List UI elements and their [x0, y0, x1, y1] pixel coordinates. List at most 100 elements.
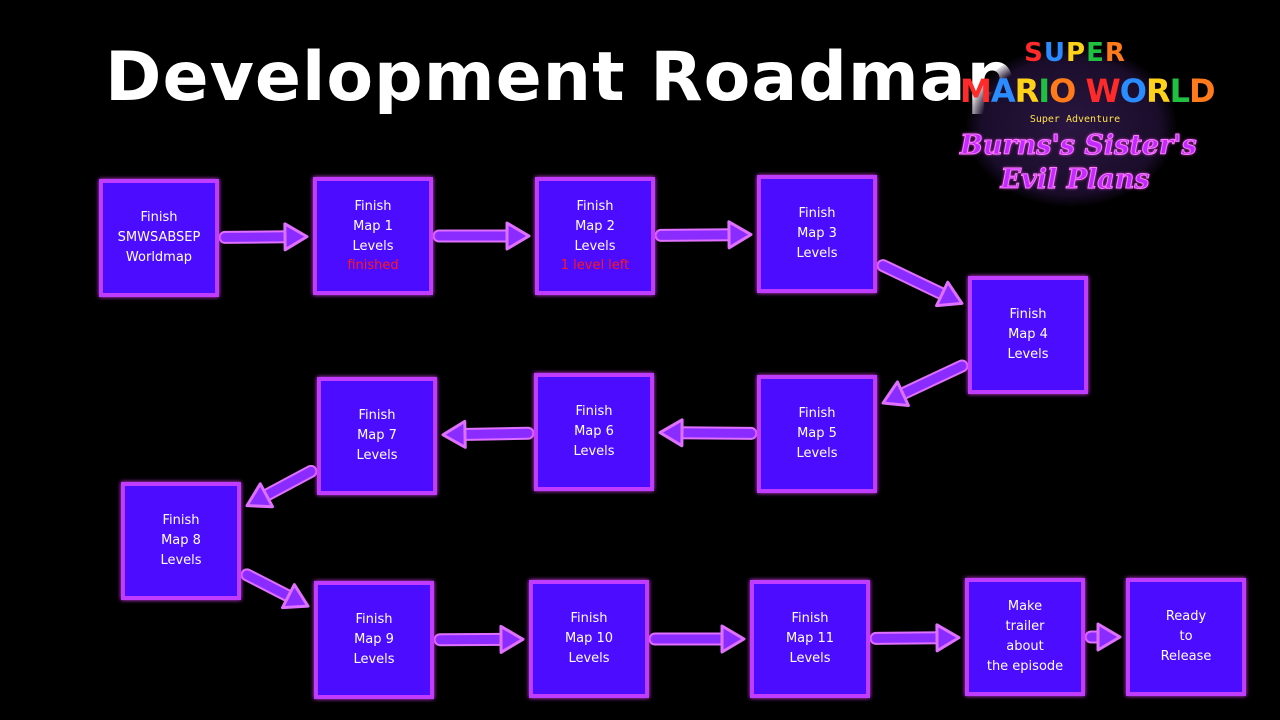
- step-label-line: the episode: [986, 659, 1064, 674]
- arrow-shaft: [242, 570, 297, 603]
- arrow-head: [505, 221, 531, 251]
- step-label-line: Finish: [358, 408, 396, 423]
- step-label-line: Map 8: [161, 533, 201, 548]
- arrow-head: [283, 222, 309, 252]
- step-label-line: Finish: [575, 404, 613, 419]
- step-label-line: Ready: [1165, 609, 1207, 624]
- page-title: Development Roadmap: [105, 38, 1017, 117]
- step-label-line: Levels: [796, 446, 838, 461]
- step-label-line: Map 5: [797, 426, 837, 441]
- step-label-line: Release: [1160, 649, 1212, 664]
- logo-background: [966, 46, 1176, 206]
- arrow-head: [658, 418, 684, 448]
- arrow-shaft: [894, 361, 967, 400]
- roadmap-step-n13: Make trailer about the episode: [965, 578, 1085, 696]
- step-label-line: Map 7: [357, 428, 397, 443]
- step-label-line: Levels: [568, 651, 610, 666]
- arrow-head: [441, 419, 467, 449]
- arrow-head: [881, 380, 910, 407]
- arrow-n12-to-n13: [869, 623, 961, 653]
- step-label-line: Make: [1007, 599, 1043, 614]
- arrow-shaft: [878, 261, 951, 301]
- arrow-head: [720, 624, 746, 654]
- step-label-line: to: [1179, 629, 1193, 644]
- arrow-n2-to-n3: [432, 221, 531, 251]
- arrow-head: [499, 624, 525, 654]
- step-label-line: Finish: [355, 612, 393, 627]
- arrow-shaft: [258, 466, 316, 502]
- arrow-n8-to-n9: [245, 464, 318, 509]
- step-label-line: Levels: [1007, 347, 1049, 362]
- step-label-line: Map 3: [797, 226, 837, 241]
- step-label-line: Worldmap: [125, 250, 193, 265]
- arrow-shaft: [220, 232, 294, 242]
- arrow-head: [935, 280, 964, 308]
- step-label-line: Finish: [570, 611, 608, 626]
- arrow-n10-to-n11: [433, 624, 525, 654]
- step-status: 1 level left: [560, 258, 630, 273]
- step-label-line: Levels: [353, 652, 395, 667]
- step-label-line: Levels: [574, 239, 616, 254]
- step-label-line: Finish: [354, 199, 392, 214]
- game-logo: SUPER MARIO WORLD Super Adventure Burns'…: [960, 36, 1216, 206]
- step-label-line: Map 9: [354, 632, 394, 647]
- step-label-line: SMWSABSEP: [117, 230, 201, 245]
- arrow-head: [1096, 622, 1122, 652]
- arrow-n6-to-n7: [658, 418, 758, 448]
- arrow-head: [245, 482, 275, 509]
- arrow-n7-to-n8: [441, 419, 535, 449]
- arrow-shaft: [673, 428, 756, 438]
- step-label-line: Levels: [796, 246, 838, 261]
- arrow-n3-to-n4: [654, 220, 753, 250]
- logo-super-text: SUPER: [1024, 38, 1126, 68]
- arrow-n5-to-n6: [881, 359, 969, 407]
- step-label-line: Finish: [140, 210, 178, 225]
- arrow-n11-to-n12: [648, 624, 746, 654]
- arrow-head: [727, 220, 753, 250]
- step-label-line: Finish: [1009, 307, 1047, 322]
- logo-mario-world-text: MARIO WORLD: [960, 72, 1216, 110]
- arrow-shaft: [871, 633, 946, 643]
- logo-title-line-1: Burns's Sister's: [960, 130, 1198, 162]
- arrow-head: [280, 583, 310, 610]
- step-label-line: Finish: [791, 611, 829, 626]
- step-status: finished: [347, 258, 399, 273]
- step-label-line: Map 4: [1008, 327, 1048, 342]
- step-label-line: Levels: [160, 553, 202, 568]
- step-label-line: Levels: [573, 444, 615, 459]
- step-label-line: Levels: [356, 448, 398, 463]
- step-label-line: trailer: [1005, 619, 1045, 634]
- step-label-line: about: [1006, 639, 1044, 654]
- step-label-line: Map 1: [353, 219, 393, 234]
- logo-title-line-2: Evil Plans: [1000, 164, 1150, 196]
- arrow-head: [935, 623, 961, 653]
- step-label-line: Map 6: [574, 424, 614, 439]
- arrow-n4-to-n5: [876, 259, 964, 308]
- logo-subtitle: Super Adventure: [1029, 114, 1121, 125]
- step-label-line: Map 2: [575, 219, 615, 234]
- step-label-line: Finish: [576, 199, 614, 214]
- step-label-line: Levels: [352, 239, 394, 254]
- arrow-shaft: [656, 230, 738, 240]
- arrow-n9-to-n10: [240, 568, 310, 610]
- step-label-line: Levels: [789, 651, 831, 666]
- step-label-line: Finish: [798, 206, 836, 221]
- step-label-line: Finish: [798, 406, 836, 421]
- arrow-n1-to-n2: [218, 222, 309, 252]
- arrow-n13-to-n14: [1084, 622, 1122, 652]
- step-label-line: Map 10: [564, 631, 614, 646]
